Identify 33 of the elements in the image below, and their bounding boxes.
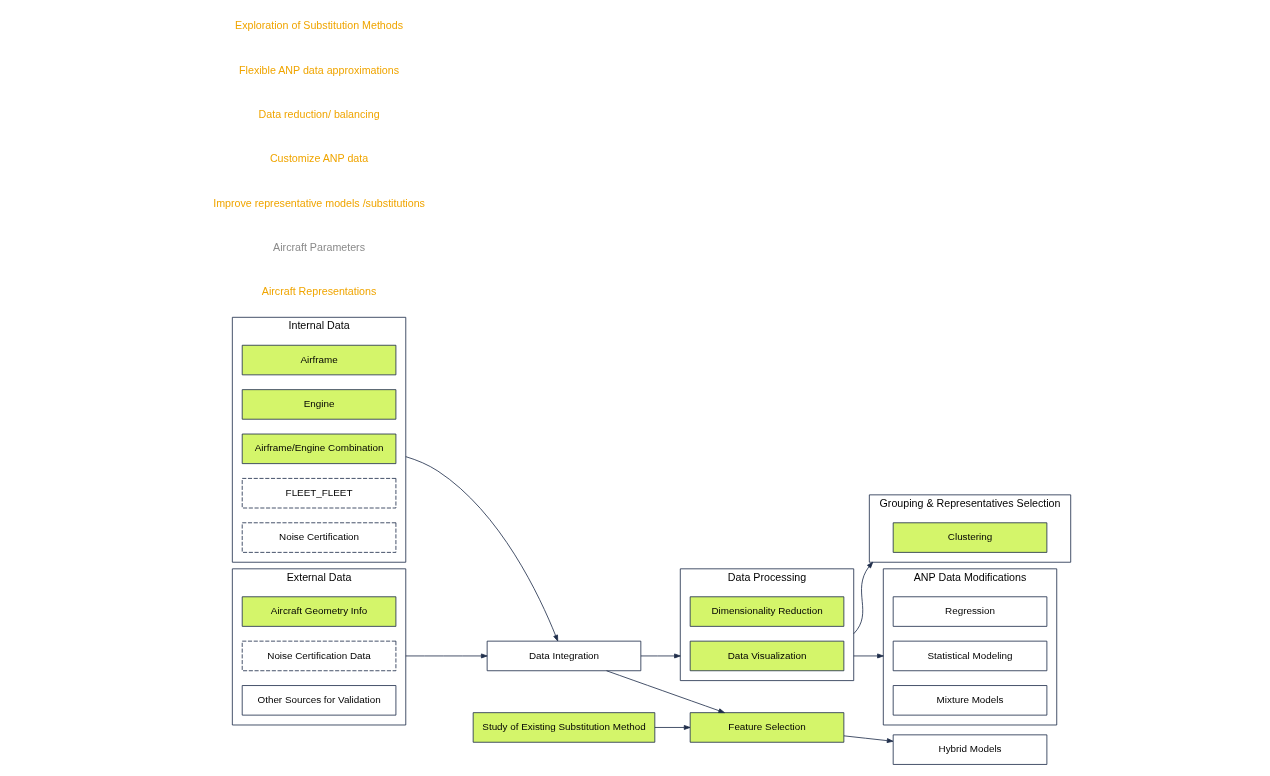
- label: Flexible ANP data approximations: [238, 63, 399, 76]
- label: Customize ANP data: [269, 152, 368, 165]
- arrow: [852, 653, 884, 659]
- node-box: Data Integration: [486, 640, 641, 672]
- node-box: FLEET_FLEET: [241, 478, 396, 509]
- node-box: Dimensionality Reduction: [689, 596, 844, 627]
- arrow: [843, 735, 893, 744]
- node-box: Airframe/Engine Combination: [241, 433, 396, 465]
- node-box: Mixture Models: [892, 685, 1047, 716]
- arrow: [640, 653, 681, 659]
- node-box: Noise Certification: [241, 522, 396, 553]
- arrow: [654, 725, 690, 730]
- label: Aircraft Parameters: [272, 241, 365, 254]
- node-box: Regression: [892, 596, 1047, 627]
- node-box: Statistical Modeling: [892, 640, 1047, 672]
- node-box: Aircraft Geometry Info: [241, 596, 396, 627]
- arrow: [404, 653, 488, 659]
- node-box: Noise Certification Data: [241, 640, 396, 672]
- node-box: Hybrid Models: [892, 734, 1047, 765]
- label: Aircraft Representations: [261, 285, 376, 298]
- node-box: Other Sources for Validation: [241, 685, 396, 716]
- node-box: Data Visualization: [689, 640, 844, 672]
- arrow: [605, 670, 725, 714]
- node-box: Clustering: [892, 522, 1047, 553]
- label: Improve representative models /substitutions: [212, 196, 425, 209]
- label: Data reduction/ balancing: [258, 107, 380, 120]
- node-box: Airframe: [241, 344, 396, 376]
- arrow: [852, 561, 873, 635]
- node-box: Feature Selection: [689, 712, 844, 743]
- label: Exploration of Substitution Methods: [234, 19, 403, 32]
- arrow: [404, 456, 558, 642]
- node-box: Engine: [241, 389, 396, 420]
- node-box: Study of Existing Substitution Method: [472, 712, 655, 743]
